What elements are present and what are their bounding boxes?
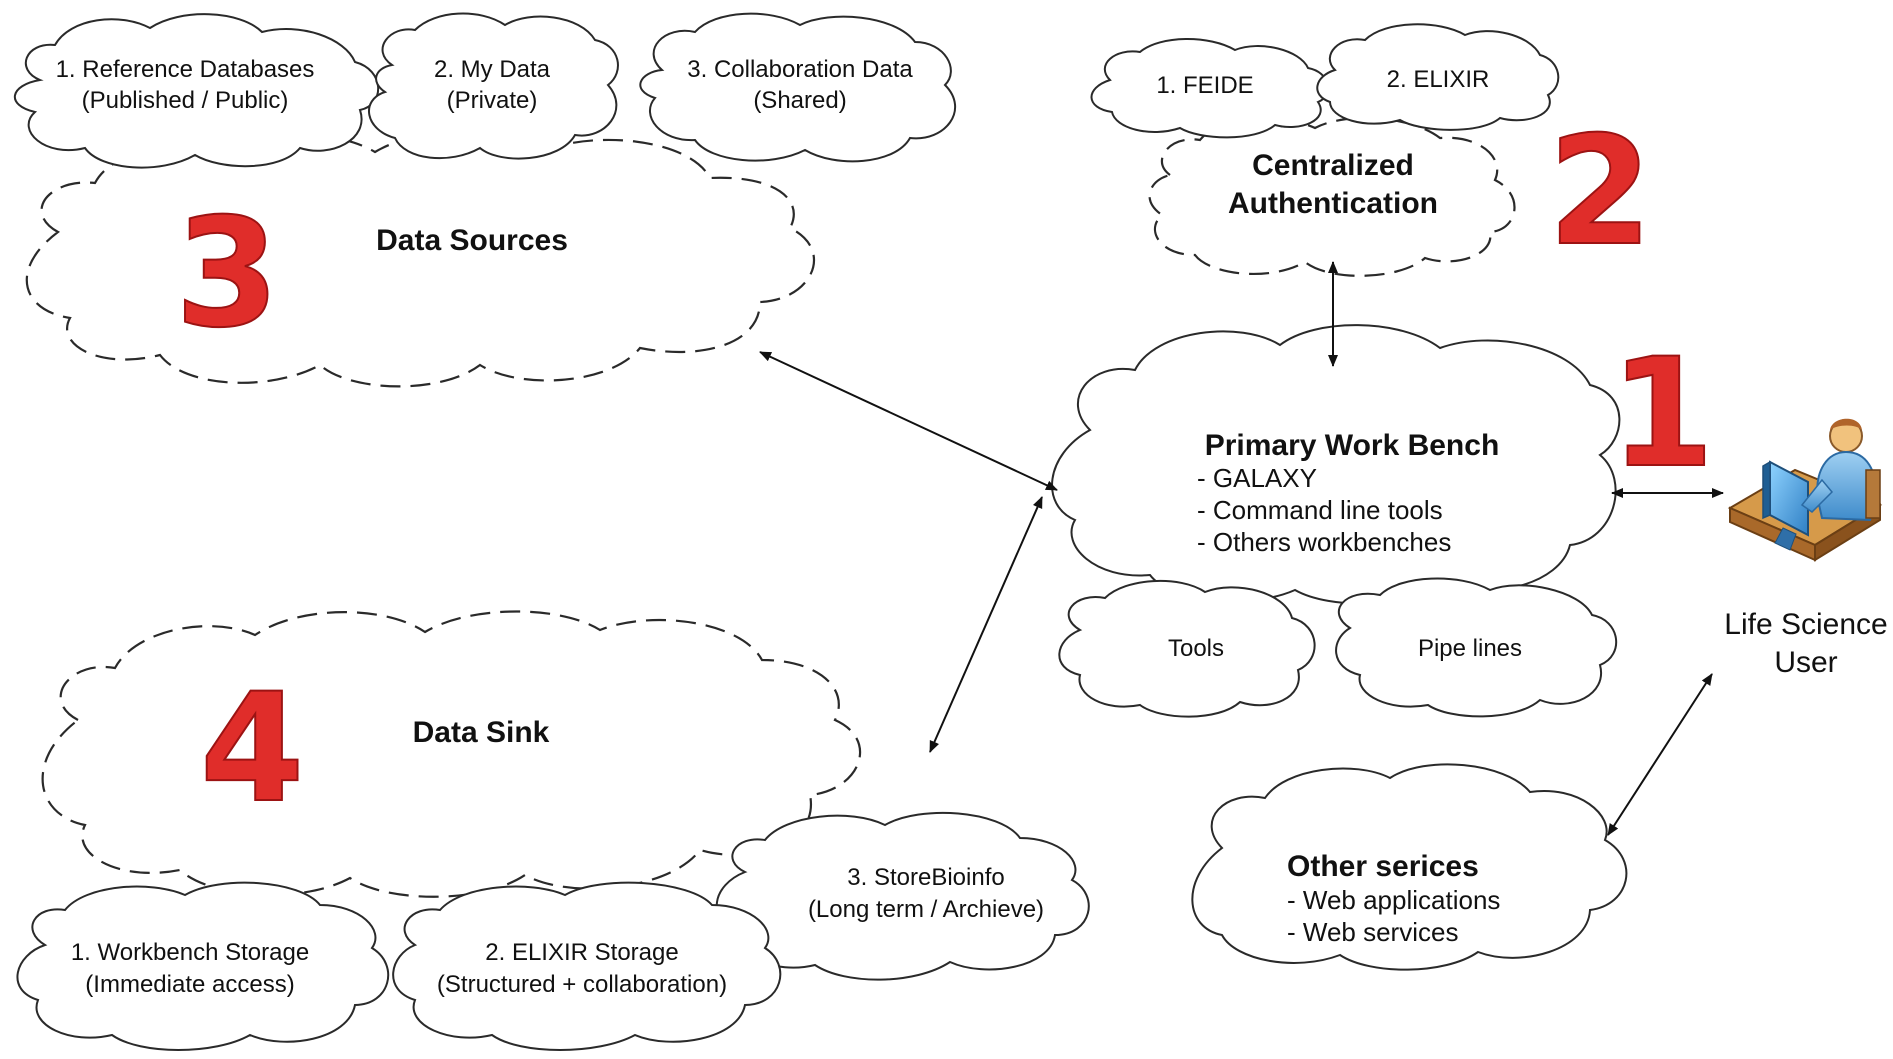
other-services-item-web-applications: - Web applications: [1287, 885, 1500, 915]
collaboration-data-line1: 3. Collaboration Data: [687, 56, 913, 83]
workbench-item-command-line: - Command line tools: [1197, 495, 1443, 525]
arrow-user-other-services: [1607, 673, 1713, 836]
elixir-storage-cloud: [392, 881, 782, 1051]
feide-label: 1. FEIDE: [1156, 72, 1253, 99]
reference-databases-cloud: [14, 13, 380, 169]
tools-label: Tools: [1168, 635, 1224, 662]
authentication-cloud: [1148, 116, 1516, 277]
authentication-group: Centralized Authentication 1. FEIDE 2. E…: [1090, 23, 1653, 280]
marker-two: 2: [1548, 105, 1652, 279]
reference-databases-line2: (Published / Public): [82, 87, 289, 114]
user-at-computer-icon: [1727, 418, 1883, 562]
my-data-cloud: [368, 12, 619, 160]
other-services-item-web-services: - Web services: [1287, 917, 1458, 947]
authentication-title-line2: Authentication: [1228, 187, 1438, 220]
elixir-storage-line2: (Structured + collaboration): [437, 971, 727, 998]
pipelines-cloud: [1335, 577, 1618, 718]
data-sink-title: Data Sink: [413, 716, 550, 749]
feide-cloud: [1090, 38, 1330, 139]
data-sink-group: 4 Data Sink 3. StoreBioinfo (Long term /…: [16, 610, 1090, 1051]
elixir-storage-line1: 2. ELIXIR Storage: [485, 939, 678, 966]
workbench-storage-line2: (Immediate access): [85, 971, 294, 998]
other-services-cloud: [1191, 763, 1628, 971]
data-sources-title: Data Sources: [376, 224, 568, 257]
pipelines-label: Pipe lines: [1418, 635, 1522, 662]
workbench-storage-line1: 1. Workbench Storage: [71, 939, 309, 966]
workbench-title: Primary Work Bench: [1205, 429, 1500, 462]
marker-three: 3: [175, 187, 279, 361]
authentication-title-line1: Centralized: [1252, 149, 1414, 182]
collaboration-data-line2: (Shared): [753, 87, 846, 114]
marker-four: 4: [200, 662, 304, 836]
storebioinfo-line2: (Long term / Archieve): [808, 896, 1044, 923]
storebioinfo-line1: 3. StoreBioinfo: [847, 864, 1004, 891]
arrow-workbench-sink: [929, 496, 1043, 753]
other-services-title: Other serices: [1287, 850, 1479, 883]
workbench-item-others: - Others workbenches: [1197, 527, 1451, 557]
data-sources-group: 3 Data Sources 1. Reference Databases (P…: [14, 12, 957, 388]
arrow-sources-workbench: [759, 351, 1058, 491]
tools-cloud: [1058, 579, 1316, 718]
reference-databases-line1: 1. Reference Databases: [56, 56, 315, 83]
my-data-line1: 2. My Data: [434, 56, 551, 83]
collaboration-data-cloud: [639, 12, 957, 163]
user-label-line2: User: [1774, 646, 1837, 679]
my-data-line2: (Private): [447, 87, 538, 114]
workbench-group: Primary Work Bench - GALAXY - Command li…: [1051, 324, 1715, 718]
workbench-cloud: [1051, 324, 1621, 605]
workbench-storage-cloud: [16, 881, 390, 1051]
elixir-cloud: [1316, 23, 1560, 131]
user-group: Life Science User: [1724, 418, 1888, 679]
other-services-group: Other serices - Web applications - Web s…: [1191, 763, 1628, 971]
data-sink-cloud: [41, 610, 862, 898]
workbench-item-galaxy: - GALAXY: [1197, 463, 1317, 493]
connectors: [759, 261, 1724, 836]
user-label-line1: Life Science: [1724, 608, 1887, 641]
data-sources-cloud: [25, 130, 816, 388]
marker-one: 1: [1610, 327, 1714, 501]
elixir-label: 2. ELIXIR: [1387, 66, 1490, 93]
